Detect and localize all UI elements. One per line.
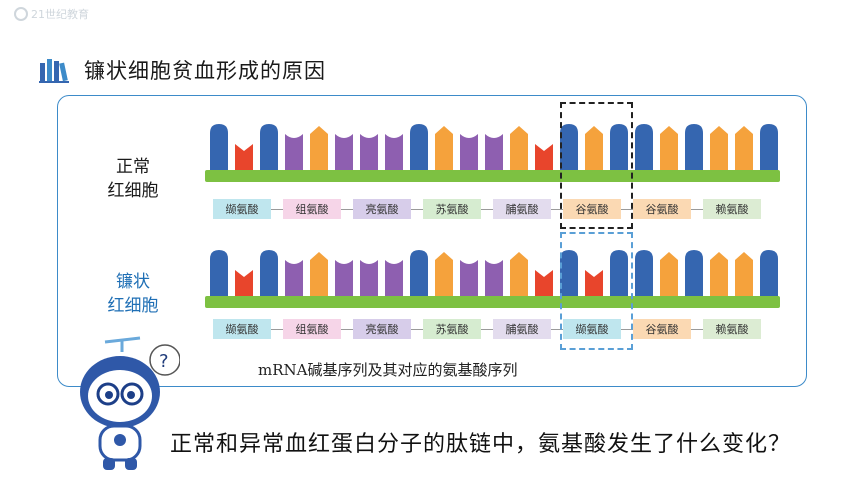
amino-acid-row-normal: 缬氨酸组氨酸亮氨酸苏氨酸脯氨酸谷氨酸谷氨酸赖氨酸	[213, 199, 761, 219]
peptide-bond	[691, 208, 703, 210]
nucleotide-base-orange	[585, 126, 603, 170]
nucleotide-base-blue	[560, 124, 578, 170]
nucleotide-base-purple	[385, 260, 403, 296]
amino-acid-box: 缬氨酸	[563, 319, 621, 339]
amino-acid-box: 缬氨酸	[213, 319, 271, 339]
peptide-bond	[551, 208, 563, 210]
logo: 21世纪教育	[14, 6, 89, 22]
peptide-bond	[411, 208, 423, 210]
nucleotide-base-orange	[735, 252, 753, 296]
nucleotide-base-purple	[460, 134, 478, 170]
peptide-bond	[551, 328, 563, 330]
sickle-label-line-1: 镰状	[116, 272, 150, 292]
amino-acid-box: 谷氨酸	[563, 199, 621, 219]
nucleotide-base-purple	[285, 260, 303, 296]
nucleotide-base-purple	[335, 134, 353, 170]
nucleotide-base-blue	[610, 250, 628, 296]
nucleotide-base-orange	[510, 126, 528, 170]
nucleotide-base-blue	[610, 124, 628, 170]
nucleotide-base-blue	[635, 124, 653, 170]
highlight-frame-sickle	[560, 232, 633, 350]
normal-label-line-2: 红细胞	[107, 181, 159, 201]
sickle-label-line-2: 红细胞	[107, 296, 159, 316]
mrna-backbone-strip	[205, 170, 780, 182]
nucleotide-base-purple	[385, 134, 403, 170]
peptide-bond	[621, 328, 633, 330]
nucleotide-base-purple	[485, 260, 503, 296]
logo-icon	[14, 7, 28, 21]
peptide-bond	[341, 328, 353, 330]
amino-acid-row-sickle: 缬氨酸组氨酸亮氨酸苏氨酸脯氨酸缬氨酸谷氨酸赖氨酸	[213, 319, 761, 339]
nucleotide-base-purple	[285, 134, 303, 170]
nucleotide-base-blue	[260, 124, 278, 170]
peptide-bond	[621, 208, 633, 210]
amino-acid-box: 缬氨酸	[213, 199, 271, 219]
peptide-bond	[481, 208, 493, 210]
nucleotide-base-orange	[310, 252, 328, 296]
nucleotide-base-purple	[460, 260, 478, 296]
nucleotide-base-blue	[210, 250, 228, 296]
highlight-frame-normal	[560, 102, 633, 229]
nucleotide-base-orange	[660, 252, 678, 296]
nucleotide-base-blue	[410, 124, 428, 170]
nucleotide-base-purple	[335, 260, 353, 296]
nucleotide-base-orange	[435, 126, 453, 170]
title-row: 镰状细胞贫血形成的原因	[38, 55, 326, 85]
nucleotide-base-orange	[735, 126, 753, 170]
nucleotide-base-red	[535, 144, 553, 170]
amino-acid-box: 脯氨酸	[493, 199, 551, 219]
nucleotide-base-red	[585, 270, 603, 296]
peptide-bond	[341, 208, 353, 210]
diagram-caption: mRNA碱基序列及其对应的氨基酸序列	[258, 361, 518, 379]
normal-label-line-1: 正常	[116, 157, 150, 177]
peptide-bond	[271, 328, 283, 330]
nucleotide-base-blue	[410, 250, 428, 296]
peptide-bond	[691, 328, 703, 330]
nucleotide-base-red	[235, 270, 253, 296]
nucleotide-base-red	[535, 270, 553, 296]
peptide-bond	[411, 328, 423, 330]
nucleotide-base-blue	[635, 250, 653, 296]
page-title: 镰状细胞贫血形成的原因	[84, 59, 326, 83]
amino-acid-box: 苏氨酸	[423, 199, 481, 219]
sickle-cell-label: 镰状 红细胞	[88, 270, 178, 318]
amino-acid-box: 组氨酸	[283, 319, 341, 339]
nucleotide-base-blue	[210, 124, 228, 170]
nucleotide-base-orange	[710, 252, 728, 296]
normal-cell-label: 正常 红细胞	[88, 155, 178, 203]
nucleotide-base-blue	[760, 250, 778, 296]
amino-acid-box: 亮氨酸	[353, 319, 411, 339]
nucleotide-base-blue	[685, 250, 703, 296]
nucleotide-base-orange	[435, 252, 453, 296]
amino-acid-box: 亮氨酸	[353, 199, 411, 219]
amino-acid-box: 脯氨酸	[493, 319, 551, 339]
nucleotide-base-orange	[510, 252, 528, 296]
amino-acid-box: 赖氨酸	[703, 319, 761, 339]
nucleotide-base-purple	[485, 134, 503, 170]
amino-acid-box: 苏氨酸	[423, 319, 481, 339]
logo-text: 21世纪教育	[31, 8, 89, 21]
nucleotide-base-orange	[710, 126, 728, 170]
peptide-bond	[481, 328, 493, 330]
nucleotide-base-red	[235, 144, 253, 170]
question-text: 正常和异常血红蛋白分子的肽链中，氨基酸发生了什么变化？	[170, 432, 792, 457]
peptide-bond	[271, 208, 283, 210]
robot-mascot: ?	[80, 336, 180, 470]
nucleotide-base-orange	[660, 126, 678, 170]
nucleotide-base-orange	[310, 126, 328, 170]
amino-acid-box: 赖氨酸	[703, 199, 761, 219]
mrna-backbone-strip	[205, 296, 780, 308]
nucleotide-base-purple	[360, 134, 378, 170]
nucleotide-base-blue	[760, 124, 778, 170]
books-icon	[39, 59, 69, 83]
nucleotide-base-purple	[360, 260, 378, 296]
amino-acid-box: 谷氨酸	[633, 319, 691, 339]
amino-acid-box: 谷氨酸	[633, 199, 691, 219]
nucleotide-base-blue	[685, 124, 703, 170]
nucleotide-base-blue	[260, 250, 278, 296]
bubble-question-mark: ?	[159, 351, 169, 372]
amino-acid-box: 组氨酸	[283, 199, 341, 219]
nucleotide-base-blue	[560, 250, 578, 296]
